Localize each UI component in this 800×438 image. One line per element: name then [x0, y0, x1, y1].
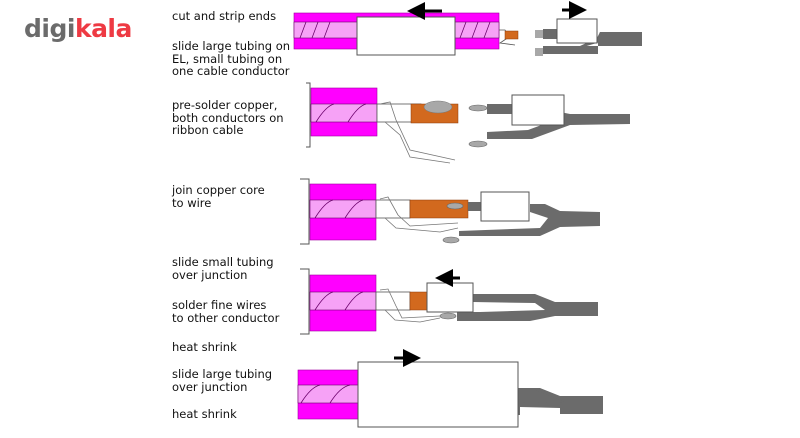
ribbon-cable	[459, 204, 600, 236]
label-join-core: join copper core to wire	[172, 183, 265, 210]
large-tubing	[356, 16, 456, 56]
small-tubing	[480, 191, 530, 222]
label-slide-small: slide small tubing over junction	[172, 255, 274, 282]
solder-tip	[468, 104, 488, 112]
insulation	[375, 199, 411, 219]
solder-blob	[423, 100, 453, 114]
label-slide-tubing: slide large tubing on EL, small tubing o…	[172, 39, 291, 78]
label-heat-shrink-2: heat shrink	[172, 407, 237, 421]
step-strip	[293, 1, 642, 56]
el-spiral	[299, 21, 491, 39]
label-solder-fine: solder fine wires to other conductor	[172, 298, 280, 325]
small-tubing	[426, 282, 474, 313]
conductor-tip	[535, 30, 543, 38]
copper-core	[504, 30, 519, 40]
fine-wires	[379, 101, 456, 161]
large-tubing	[357, 361, 519, 428]
step-presolder	[306, 82, 630, 164]
fine-wires	[379, 196, 459, 227]
conductor-tip	[535, 48, 543, 56]
label-slide-large: slide large tubing over junction	[172, 367, 273, 394]
conductor	[468, 202, 483, 211]
solder-tip	[446, 202, 464, 210]
copper-core	[409, 291, 429, 311]
solder-tip	[439, 312, 457, 320]
el-inner	[309, 199, 377, 219]
small-tubing	[511, 94, 565, 126]
bracket	[306, 82, 311, 148]
conductor	[487, 104, 512, 114]
logo-part-digi: digi	[24, 14, 75, 43]
step-join	[300, 178, 600, 245]
label-cut-strip: cut and strip ends	[172, 9, 277, 23]
insulation	[375, 291, 411, 311]
el-inner	[309, 291, 377, 311]
el-inner	[310, 103, 378, 123]
ribbon-cable	[457, 294, 598, 321]
small-tubing	[556, 18, 598, 44]
fine-wires	[379, 288, 441, 319]
bracket	[300, 268, 310, 335]
label-presolder: pre-solder copper, both conductors on ri…	[172, 98, 284, 137]
bracket	[300, 178, 310, 245]
digikala-logo: digikala	[24, 14, 132, 43]
copper-core	[409, 199, 469, 219]
ribbon-cable	[598, 32, 642, 46]
step-small-tube	[300, 268, 598, 335]
logo-part-kala: kala	[74, 14, 132, 43]
label-heat-shrink-1: heat shrink	[172, 340, 237, 354]
step-large-tube	[297, 349, 603, 428]
